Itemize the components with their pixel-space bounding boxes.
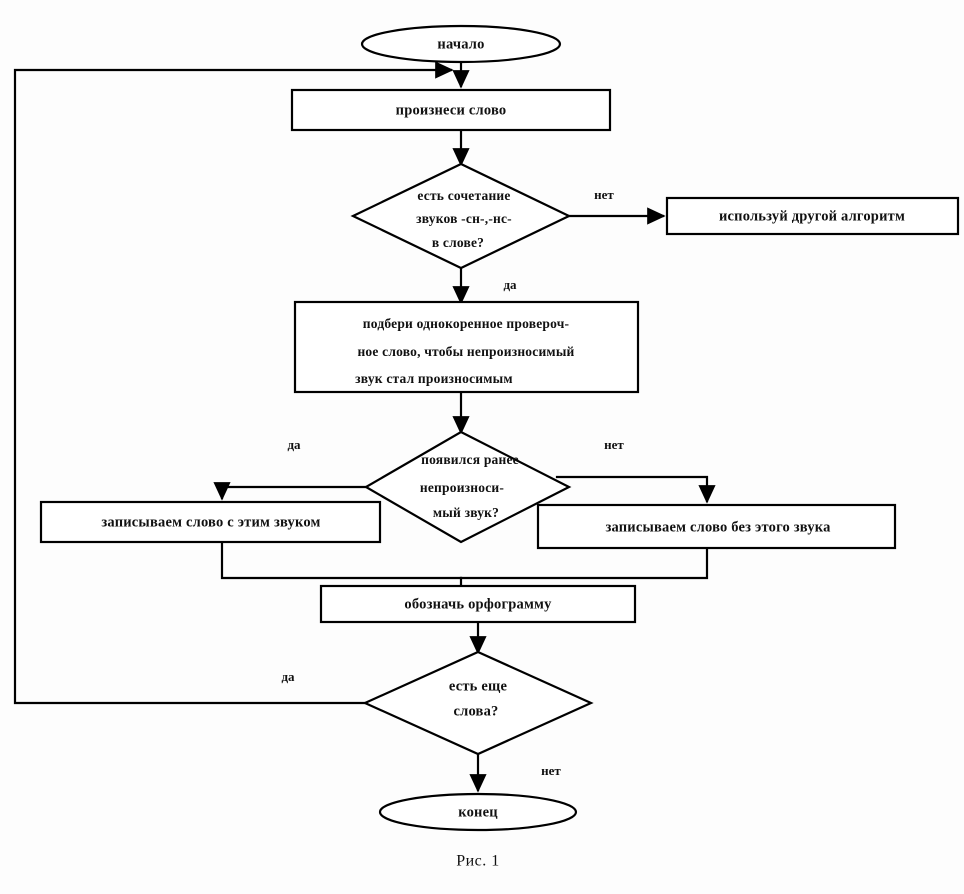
node-write-without-sound: записываем слово без этого звука [536, 503, 897, 550]
node-pick-cognate-line1: подбери однокоренное провероч- [363, 316, 569, 331]
edge-label-no-3: нет [541, 763, 561, 778]
node-sound-appeared-line2: непроизноси- [420, 480, 504, 495]
edge-label-no-2: нет [604, 437, 624, 452]
edge-label-yes-3: да [281, 669, 295, 684]
node-more-words-line1: есть еще [449, 678, 508, 694]
node-pick-cognate-line3: звук стал произносимым [355, 371, 513, 386]
node-say-word-label: произнеси слово [396, 102, 507, 118]
node-sound-appeared-line1: появился ранее [421, 452, 519, 467]
node-say-word: произнеси слово [290, 88, 612, 132]
node-has-combination-line3: в слове? [432, 235, 484, 250]
edge-label-yes-2: да [287, 437, 301, 452]
edge-sound-appeared-to-write-without-sound [555, 475, 716, 504]
edge-label-yes-1: да [503, 277, 517, 292]
node-has-combination-line1: есть сочетание [417, 188, 510, 203]
node-mark-orthogram: обозначь орфограмму [319, 584, 637, 624]
node-start-label: начало [437, 36, 484, 52]
edge-label-no-1: нет [594, 187, 614, 202]
node-start: начало [360, 24, 562, 64]
edge-write-with-sound-to-merge [220, 540, 463, 580]
node-write-with-sound-label: записываем слово с этим звуком [101, 514, 320, 530]
node-pick-cognate: подбери однокоренное провероч- ное слово… [293, 300, 640, 394]
node-has-combination: есть сочетание звуков -сн-,-нс- в слове? [350, 162, 572, 270]
node-other-algorithm: используй другой алгоритм [665, 196, 960, 236]
node-sound-appeared-line3: мый звук? [433, 505, 499, 520]
figure-caption: Рис. 1 [456, 853, 500, 870]
node-end: конец [378, 792, 578, 832]
node-write-without-sound-label: записываем слово без этого звука [605, 519, 831, 535]
node-mark-orthogram-label: обозначь орфограмму [404, 596, 552, 612]
node-sound-appeared: появился ранее непроизноси- мый звук? [363, 430, 572, 544]
node-more-words-line2: слова? [454, 703, 499, 719]
edge-more-words-to-say-word [13, 61, 454, 705]
edge-write-without-sound-to-merge [459, 546, 709, 580]
node-has-combination-line2: звуков -сн-,-нс- [416, 211, 512, 226]
node-more-words: есть еще слова? [362, 650, 594, 756]
node-other-algorithm-label: используй другой алгоритм [719, 208, 905, 224]
node-pick-cognate-line2: ное слово, чтобы непроизносимый [357, 344, 574, 359]
edge-sound-appeared-to-write-with-sound [213, 482, 368, 501]
node-write-with-sound: записываем слово с этим звуком [39, 500, 382, 544]
node-end-label: конец [458, 804, 498, 820]
